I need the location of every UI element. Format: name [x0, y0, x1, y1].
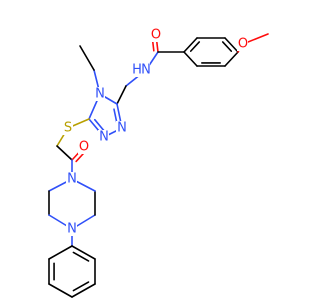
atom-label-s-thioether: S	[64, 121, 72, 136]
ring-a-inner-bond	[189, 41, 201, 52]
atom-label-background	[62, 121, 73, 135]
atom-label-n2-triazole: N	[99, 130, 109, 145]
atom-label-background	[78, 140, 89, 154]
atom-label-o-carbonyl1: O	[151, 28, 161, 43]
atom-label-background	[150, 28, 161, 42]
atom-label-n1-triazole: N	[117, 121, 127, 136]
atom-label-o-methoxy: O	[238, 37, 248, 52]
ch2-triazole-bond	[116, 85, 127, 105]
phenyl-inner-bond	[72, 251, 90, 262]
ring-a-bond	[183, 37, 198, 53]
triazole-double-bond-second	[93, 118, 106, 132]
atom-label-n-pip1: N	[67, 172, 77, 187]
atom-label-background	[130, 63, 150, 77]
atom-label-background	[116, 121, 127, 135]
atom-label-n-pip4: N	[67, 222, 77, 237]
atom-label-background	[66, 222, 77, 236]
atom-label-n-amide-h: H	[132, 63, 142, 78]
atom-label-background	[237, 37, 248, 51]
phenyl-bond	[71, 245, 96, 260]
atom-label-background	[98, 130, 109, 144]
ring-a-bond	[183, 51, 198, 67]
phenyl-bond	[48, 283, 73, 298]
bonds-group	[48, 33, 269, 298]
atom-label-n-amide: N	[141, 63, 151, 78]
phenyl-bond	[71, 283, 96, 298]
atom-label-background	[66, 172, 77, 186]
ch2-carbonyl-bond	[56, 145, 73, 161]
atom-label-o-carbonyl2: O	[79, 140, 89, 155]
atom-label-n4-triazole: N	[95, 87, 105, 102]
phenyl-bond	[48, 245, 73, 260]
phenyl-inner-bond	[72, 281, 90, 292]
atom-label-background	[94, 87, 105, 101]
ring-a-inner-bond	[221, 41, 233, 52]
ring-a-bond	[224, 51, 239, 67]
ethyl-bond	[79, 45, 95, 71]
ring-a-bond	[224, 37, 239, 53]
